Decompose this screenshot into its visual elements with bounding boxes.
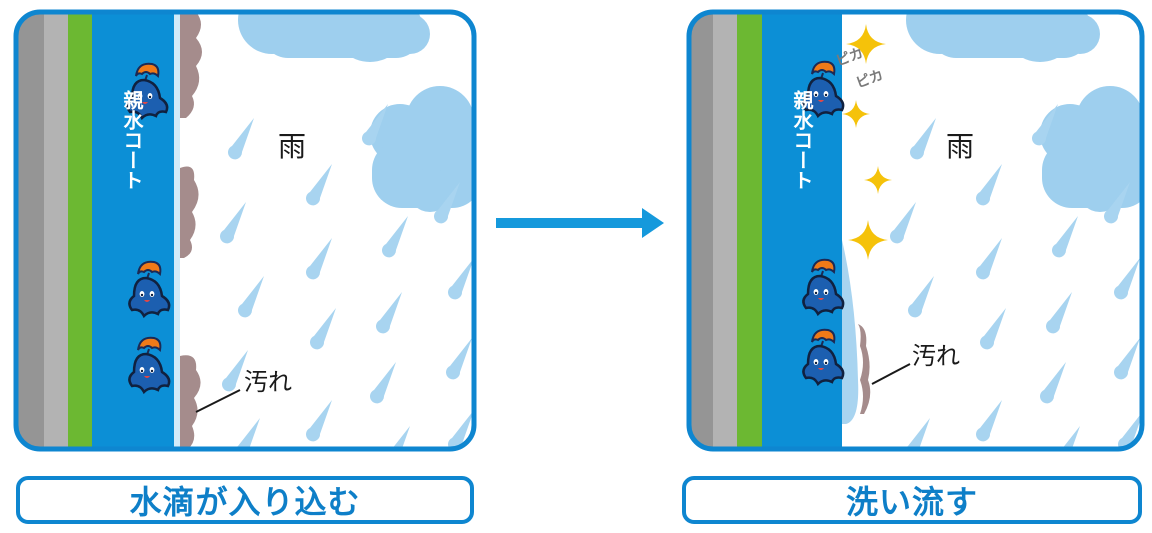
dirt-streak xyxy=(858,324,871,414)
water-film xyxy=(842,240,859,424)
wall-layer-dark xyxy=(16,12,44,449)
dirt-leader-line xyxy=(871,363,911,385)
before-caption-box: 水滴が入り込む xyxy=(16,476,474,524)
coat-label: 親水コート xyxy=(120,90,144,190)
dirt-label: 汚れ xyxy=(244,368,292,396)
after-frame xyxy=(686,9,1145,452)
coat-layer xyxy=(762,12,842,449)
wall-layer-light xyxy=(44,12,68,449)
cloud xyxy=(906,12,1100,62)
dirt-label: 汚れ xyxy=(912,342,960,370)
before-caption: 水滴が入り込む xyxy=(129,483,361,521)
after-caption: 洗い流す xyxy=(845,483,978,521)
dirt-leader-line xyxy=(195,389,241,413)
after-caption-box: 洗い流す xyxy=(682,476,1142,524)
green-layer xyxy=(68,12,92,449)
dirt-blob xyxy=(180,166,199,258)
before-panel: 親水コート 雨 汚れ xyxy=(13,9,477,452)
before-frame xyxy=(13,9,477,452)
green-layer xyxy=(737,12,762,449)
rain-label: 雨 xyxy=(946,130,974,163)
transition-arrow xyxy=(496,208,664,238)
cloud xyxy=(238,12,430,62)
dirt-blob xyxy=(180,12,202,118)
rain-label: 雨 xyxy=(278,130,306,163)
wall-layer-dark xyxy=(689,12,713,449)
cloud xyxy=(370,86,474,212)
after-panel: ピカ ピカ 親水コート 雨 汚れ xyxy=(686,9,1145,452)
dirt-blob xyxy=(180,355,201,449)
wall-layer-light xyxy=(713,12,737,449)
coat-label: 親水コート xyxy=(790,90,814,190)
